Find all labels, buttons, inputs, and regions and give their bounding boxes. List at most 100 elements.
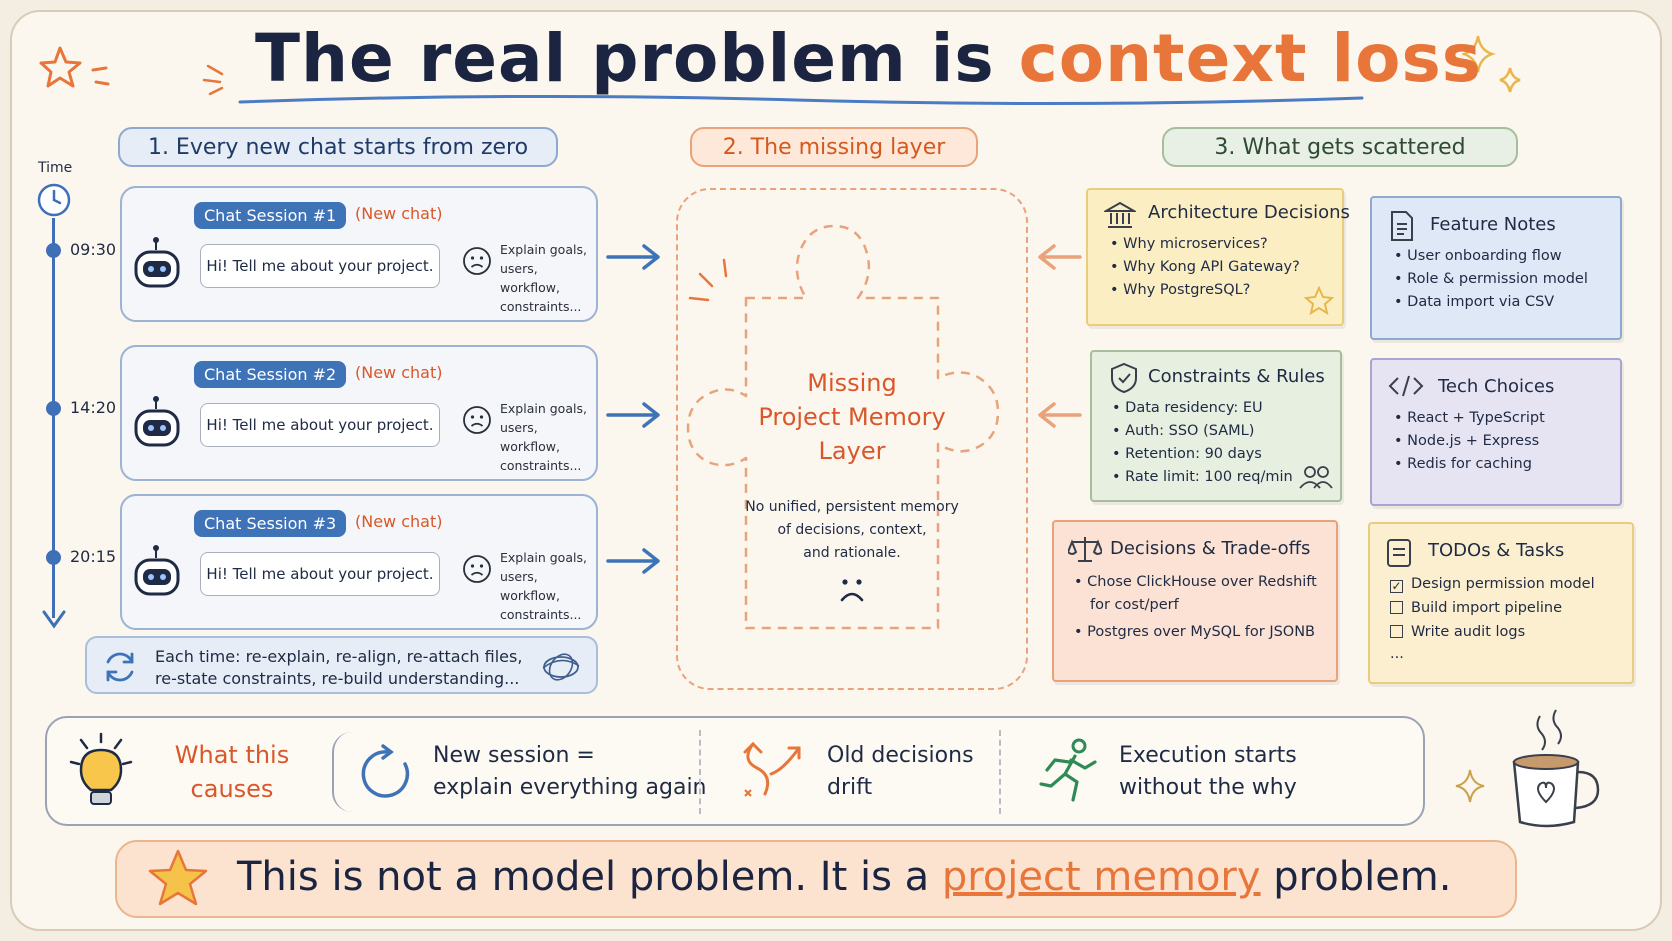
arrow-right-icon	[606, 244, 660, 270]
coffee-mug-icon	[1512, 709, 1600, 828]
note-line: • Auth: SSO (SAML)	[1112, 423, 1255, 439]
new-chat-label: (New chat)	[355, 204, 443, 223]
note-decisions-tradeoffs[interactable]: Decisions & Trade-offs • Chose ClickHous…	[1052, 520, 1338, 682]
sad-face-icon	[463, 247, 491, 275]
scale-icon	[1068, 537, 1102, 562]
note-line: • Why PostgreSQL?	[1110, 282, 1251, 298]
cause-line: Old decisions	[827, 743, 974, 768]
robot-icon	[134, 545, 180, 596]
checkbox-checked[interactable]: ✓	[1390, 579, 1403, 593]
todo-item[interactable]: Build import pipeline	[1390, 600, 1562, 616]
sparkle-icon	[1455, 769, 1485, 803]
new-chat-label: (New chat)	[355, 363, 443, 382]
spark-lines-icon	[202, 64, 224, 96]
explain-line: constraints...	[500, 458, 582, 473]
banner-part: It is a	[819, 854, 930, 900]
chat-session-tag: Chat Session #1	[194, 202, 347, 229]
lightbulb-icon	[69, 732, 133, 805]
bracket-divider	[332, 732, 354, 812]
cause-text: New session = explain everything again	[433, 740, 707, 804]
chat-session-card[interactable]: Chat Session #3 (New chat) Hi! Tell me a…	[120, 494, 598, 630]
note-line: • React + TypeScript	[1394, 410, 1545, 426]
section-3-pill: 3. What gets scattered	[1162, 127, 1518, 167]
note-line: • Rate limit: 100 req/min	[1112, 469, 1293, 485]
missing-title-line: Missing	[807, 369, 897, 397]
robot-icon	[134, 396, 180, 447]
users-icon	[1299, 466, 1333, 489]
note-line: • User onboarding flow	[1394, 248, 1562, 264]
note-tech-choices[interactable]: Tech Choices • React + TypeScript • Node…	[1370, 358, 1622, 506]
note-line: • Data residency: EU	[1112, 400, 1263, 416]
note-line: for cost/perf	[1090, 597, 1179, 613]
shield-icon	[1111, 362, 1137, 394]
section-1-pill: 1. Every new chat starts from zero	[118, 127, 558, 167]
tangled-scribble-icon	[542, 653, 580, 681]
note-title: Tech Choices	[1438, 376, 1555, 397]
timeline-time: 09:30	[70, 240, 117, 259]
note-title: TODOs & Tasks	[1428, 540, 1565, 561]
each-time-text: Each time: re-explain, re-align, re-atta…	[155, 646, 522, 690]
explain-note: Explain goals, users, workflow, constrai…	[500, 399, 596, 475]
refresh-icon	[106, 652, 134, 682]
timeline-time: 14:20	[70, 398, 117, 417]
conclusion-text: This is not a model problem. It is a pro…	[237, 854, 1452, 900]
drift-arrows-icon	[743, 741, 801, 797]
cause-line: without the why	[1119, 775, 1297, 800]
conclusion-banner: This is not a model problem. It is a pro…	[115, 840, 1517, 918]
each-time-box: Each time: re-explain, re-align, re-atta…	[85, 636, 598, 694]
todo-item[interactable]: ✓ Design permission model	[1390, 576, 1595, 593]
divider	[999, 730, 1001, 814]
page-title: The real problem is context loss	[255, 20, 1482, 97]
note-title: Feature Notes	[1430, 214, 1556, 235]
missing-sub-line: No unified, persistent memory	[745, 499, 959, 515]
note-title: Decisions & Trade-offs	[1110, 538, 1311, 559]
note-architecture-decisions[interactable]: Architecture Decisions • Why microservic…	[1086, 188, 1350, 326]
explain-line: Explain goals,	[500, 401, 587, 416]
todo-item[interactable]: Write audit logs	[1390, 624, 1525, 640]
arrow-left-icon	[1038, 402, 1082, 428]
explain-line: users, workflow,	[500, 569, 560, 603]
timeline-time: 20:15	[70, 547, 117, 566]
causes-label-line: What this	[174, 741, 290, 769]
causes-label: What this causes	[167, 738, 297, 806]
bank-icon	[1104, 201, 1136, 228]
chat-session-tag: Chat Session #2	[194, 361, 347, 388]
arrow-right-icon	[606, 402, 660, 428]
explain-line: Explain goals,	[500, 550, 587, 565]
title-accent: context loss	[1018, 20, 1483, 97]
title-prefix: The real problem is	[255, 20, 995, 97]
cause-line: explain everything again	[433, 775, 707, 800]
chat-session-card[interactable]: Chat Session #1 (New chat) Hi! Tell me a…	[120, 186, 598, 322]
note-constraints-rules[interactable]: Constraints & Rules • Data residency: EU…	[1090, 350, 1342, 502]
checkbox-unchecked[interactable]	[1390, 601, 1403, 614]
clock-icon	[37, 183, 71, 217]
note-line: • Retention: 90 days	[1112, 446, 1262, 462]
checkbox-unchecked[interactable]	[1390, 625, 1403, 638]
note-line: • Role & permission model	[1394, 271, 1588, 287]
divider	[699, 730, 701, 814]
arrow-right-icon	[606, 548, 660, 574]
cause-line: Execution starts	[1119, 743, 1297, 768]
chat-session-tag: Chat Session #3	[194, 510, 347, 537]
cause-text: Execution starts without the why	[1119, 740, 1297, 804]
new-chat-label: (New chat)	[355, 512, 443, 531]
chat-session-card[interactable]: Chat Session #2 (New chat) Hi! Tell me a…	[120, 345, 598, 481]
note-feature-notes[interactable]: Feature Notes • User onboarding flow • R…	[1370, 196, 1622, 340]
explain-line: users, workflow,	[500, 261, 560, 295]
missing-layer-title: Missing Project Memory Layer	[676, 366, 1028, 468]
note-line: • Postgres over MySQL for JSONB	[1074, 624, 1316, 640]
note-line: • Redis for caching	[1394, 456, 1532, 472]
robot-icon	[134, 237, 180, 288]
missing-sub-line: of decisions, context,	[777, 522, 927, 538]
chat-bubble: Hi! Tell me about your project.	[200, 552, 440, 596]
todo-label: Design permission model	[1411, 576, 1595, 592]
causes-label-line: causes	[190, 775, 274, 803]
note-todos-tasks[interactable]: TODOs & Tasks ✓ Design permission model B…	[1368, 522, 1634, 684]
missing-sub-line: and rationale.	[803, 545, 901, 561]
todo-label: Build import pipeline	[1411, 600, 1563, 616]
code-icon	[1388, 375, 1424, 397]
explain-line: users, workflow,	[500, 420, 560, 454]
timeline-dot	[46, 243, 61, 258]
refresh-icon	[361, 744, 410, 798]
missing-title-line: Project Memory	[758, 403, 946, 431]
